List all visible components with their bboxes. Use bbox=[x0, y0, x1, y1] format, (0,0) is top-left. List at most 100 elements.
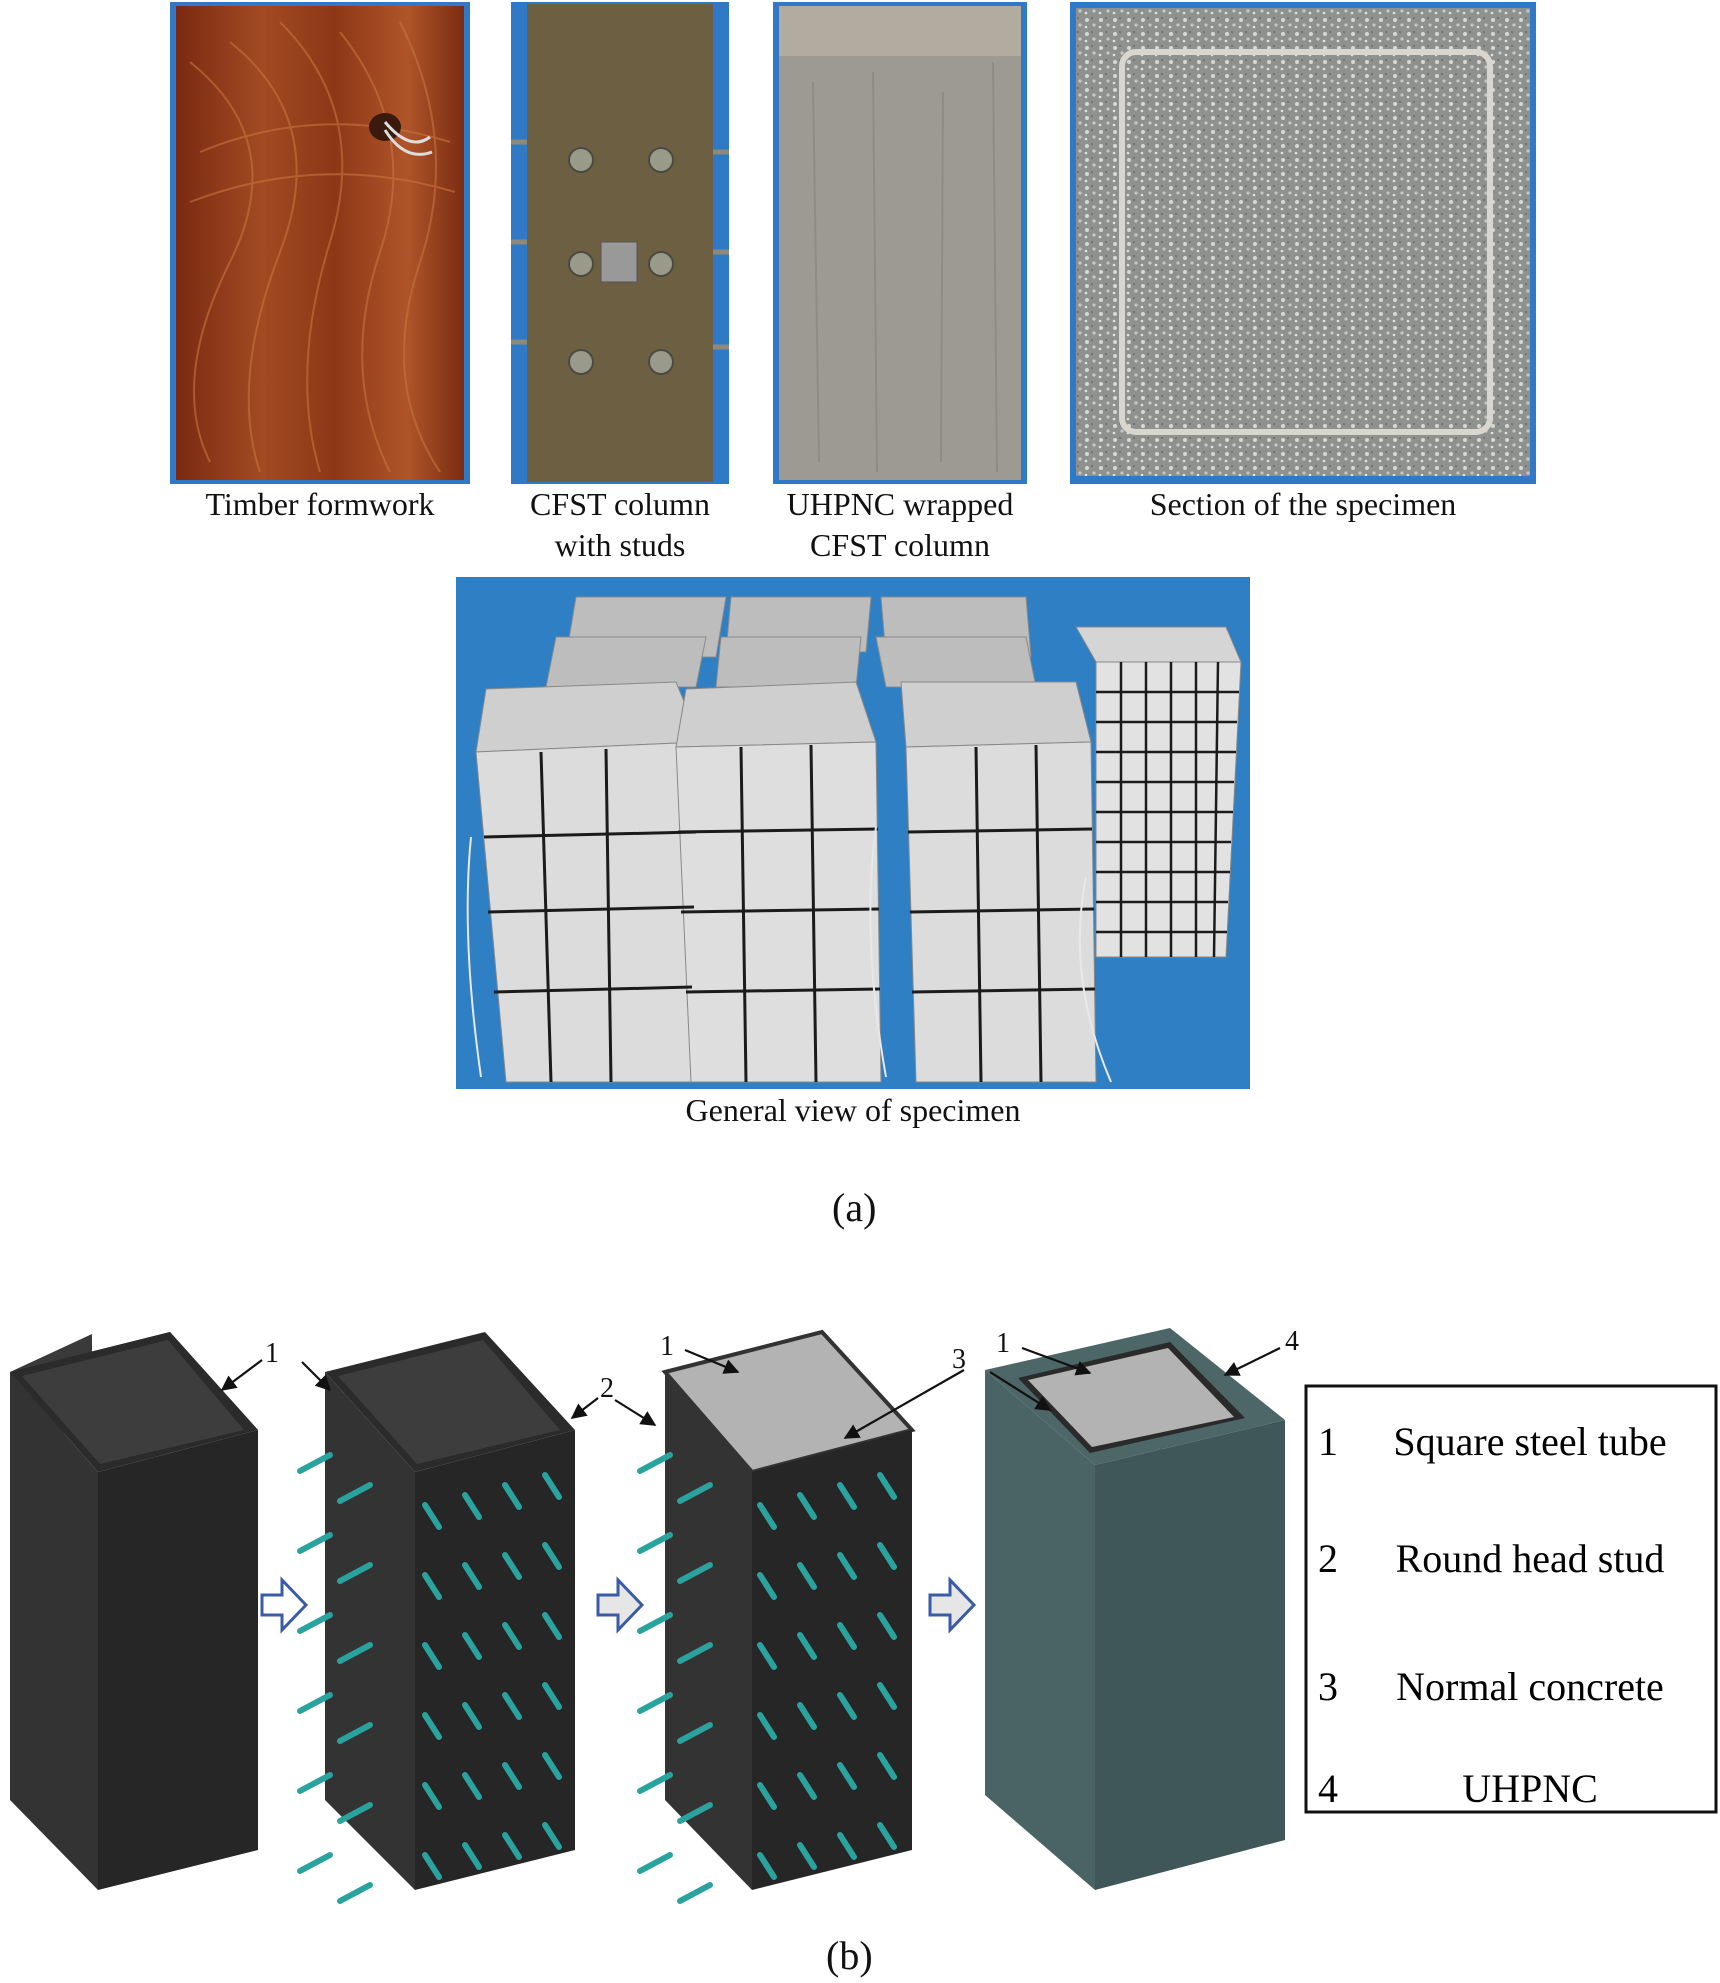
uhpnc-wrapped-stage-4 bbox=[985, 1328, 1285, 1890]
stud bbox=[297, 1612, 333, 1634]
callout-3-stage3: 3 bbox=[952, 1344, 966, 1375]
timber-formwork-photo bbox=[170, 2, 470, 484]
stud bbox=[502, 1482, 522, 1510]
stud bbox=[637, 1772, 673, 1794]
callout-4-stage4: 4 bbox=[1285, 1326, 1299, 1357]
stud bbox=[462, 1842, 482, 1870]
stud bbox=[797, 1492, 817, 1520]
stud bbox=[877, 1752, 897, 1780]
stud bbox=[837, 1762, 857, 1790]
caption-timber-formwork: Timber formwork bbox=[205, 486, 435, 522]
stud bbox=[837, 1622, 857, 1650]
stud bbox=[337, 1882, 373, 1904]
general-view-photo bbox=[456, 577, 1250, 1089]
small-specimen bbox=[1075, 626, 1242, 958]
stud bbox=[297, 1772, 333, 1794]
callout-1-stage4: 1 bbox=[996, 1328, 1010, 1359]
stud bbox=[462, 1772, 482, 1800]
legend-text-4: UHPNC bbox=[1462, 1766, 1598, 1811]
stud bbox=[877, 1542, 897, 1570]
legend-text-3: Normal concrete bbox=[1396, 1664, 1664, 1709]
stud bbox=[337, 1642, 373, 1664]
stud bbox=[677, 1882, 713, 1904]
stud bbox=[337, 1722, 373, 1744]
caption-specimen-section: Section of the specimen bbox=[1149, 486, 1457, 522]
stud bbox=[877, 1822, 897, 1850]
stud bbox=[502, 1762, 522, 1790]
stud bbox=[637, 1852, 673, 1874]
studs-stage-2 bbox=[297, 1452, 562, 1904]
legend-num-3: 3 bbox=[1318, 1664, 1338, 1709]
stud bbox=[677, 1722, 713, 1744]
part-b-label: (b) bbox=[826, 1933, 873, 1978]
legend-num-1: 1 bbox=[1318, 1419, 1338, 1464]
stud bbox=[297, 1452, 333, 1474]
stud bbox=[757, 1782, 777, 1810]
legend-box: 1 Square steel tube 2 Round head stud 3 … bbox=[1304, 1384, 1718, 1814]
stud bbox=[422, 1852, 442, 1880]
stud bbox=[797, 1702, 817, 1730]
front-specimen-1 bbox=[475, 681, 702, 1083]
stud bbox=[297, 1532, 333, 1554]
stud bbox=[502, 1832, 522, 1860]
stud bbox=[462, 1632, 482, 1660]
stud bbox=[422, 1572, 442, 1600]
stud bbox=[677, 1802, 713, 1824]
stud bbox=[297, 1692, 333, 1714]
stud bbox=[797, 1842, 817, 1870]
stud bbox=[637, 1692, 673, 1714]
caption-uhpnc-column: UHPNC wrapped CFST column bbox=[786, 486, 1014, 563]
stud bbox=[757, 1502, 777, 1530]
stud bbox=[542, 1612, 562, 1640]
stud bbox=[542, 1542, 562, 1570]
stud bbox=[837, 1692, 857, 1720]
legend-text-1: Square steel tube bbox=[1393, 1419, 1666, 1464]
stud bbox=[462, 1702, 482, 1730]
caption-cfst-column: CFST column with studs bbox=[530, 486, 710, 563]
construction-process-diagram: 1 2 1 3 1 4 1 Square steel tube 2 Round … bbox=[10, 1326, 1718, 1904]
stud bbox=[637, 1452, 673, 1474]
part-a-label: (a) bbox=[832, 1185, 877, 1230]
stud bbox=[637, 1612, 673, 1634]
process-arrows bbox=[260, 1576, 977, 1634]
stud bbox=[877, 1612, 897, 1640]
stud bbox=[757, 1572, 777, 1600]
stud bbox=[797, 1562, 817, 1590]
stud bbox=[757, 1852, 777, 1880]
callout-1-stage3: 1 bbox=[660, 1331, 674, 1362]
stud bbox=[337, 1562, 373, 1584]
stud bbox=[502, 1552, 522, 1580]
cfst-column-photo bbox=[511, 2, 729, 484]
uhpnc-wrapped-column-photo bbox=[773, 2, 1027, 484]
stud bbox=[797, 1772, 817, 1800]
stud bbox=[297, 1852, 333, 1874]
legend-num-4: 4 bbox=[1318, 1766, 1338, 1811]
stud bbox=[337, 1802, 373, 1824]
caption-general-view: General view of specimen bbox=[685, 1092, 1021, 1128]
stud bbox=[677, 1562, 713, 1584]
stud bbox=[462, 1492, 482, 1520]
stud bbox=[837, 1832, 857, 1860]
stud bbox=[757, 1712, 777, 1740]
stud bbox=[337, 1482, 373, 1504]
front-specimen-2 bbox=[675, 681, 882, 1083]
stud bbox=[837, 1552, 857, 1580]
stud bbox=[837, 1482, 857, 1510]
stud bbox=[677, 1482, 713, 1504]
studs-stage-3 bbox=[637, 1452, 897, 1904]
stud bbox=[422, 1712, 442, 1740]
legend-num-2: 2 bbox=[1318, 1536, 1338, 1581]
callout-1-stage1: 1 bbox=[265, 1338, 279, 1369]
stud bbox=[502, 1692, 522, 1720]
stud bbox=[462, 1562, 482, 1590]
stud bbox=[502, 1622, 522, 1650]
stud bbox=[877, 1682, 897, 1710]
stud bbox=[422, 1502, 442, 1530]
stud bbox=[542, 1752, 562, 1780]
stud bbox=[797, 1632, 817, 1660]
stud bbox=[422, 1782, 442, 1810]
stud bbox=[877, 1472, 897, 1500]
stud bbox=[542, 1822, 562, 1850]
stud bbox=[677, 1642, 713, 1664]
stud bbox=[637, 1532, 673, 1554]
